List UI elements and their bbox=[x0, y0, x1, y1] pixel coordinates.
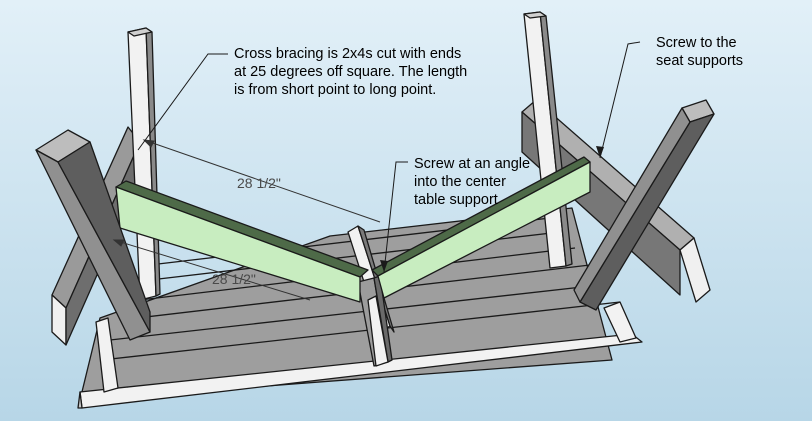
upper-dimension-label: 28 1/2" bbox=[237, 175, 281, 191]
cross-bracing-line-3: is from short point to long point. bbox=[234, 82, 437, 98]
center-screw-line-3: table support bbox=[414, 192, 498, 208]
lower-arrowhead bbox=[112, 239, 125, 247]
cross-brace-left bbox=[115, 180, 369, 303]
cross-brace-right bbox=[371, 156, 591, 299]
front-right-leg bbox=[573, 99, 715, 311]
seat-screw-line-1: Screw to the bbox=[656, 35, 737, 51]
center-screw-arrowhead bbox=[380, 260, 388, 272]
center-support-end bbox=[367, 295, 389, 367]
cross-bracing-line-1: Cross bracing is 2x4s cut with ends bbox=[234, 46, 462, 62]
cross-bracing-note: Cross bracing is 2x4s cut with ends at 2… bbox=[234, 45, 467, 99]
lower-dimension-line bbox=[113, 239, 311, 301]
upper-arrowhead bbox=[142, 139, 155, 148]
center-screw-note: Screw at an angle into the center table … bbox=[414, 155, 530, 209]
dimension-lines bbox=[112, 139, 381, 301]
front-left-leg bbox=[35, 129, 151, 341]
seat-screw-arrowhead bbox=[596, 146, 604, 158]
cross-bracing-leader bbox=[137, 53, 228, 151]
center-screw-line-1: Screw at an angle bbox=[414, 156, 531, 172]
center-screw-line-2: into the center bbox=[414, 174, 506, 190]
center-screw-leader bbox=[383, 161, 408, 273]
seat-screw-note: Screw to the seat supports bbox=[656, 34, 743, 70]
cross-bracing-line-2: at 25 degrees off square. The length bbox=[234, 64, 468, 80]
seat-screw-line-2: seat supports bbox=[656, 53, 744, 69]
upper-dimension-line bbox=[143, 139, 381, 223]
lower-dimension-label: 28 1/2" bbox=[212, 271, 256, 287]
seat-screw-leader bbox=[599, 41, 641, 159]
